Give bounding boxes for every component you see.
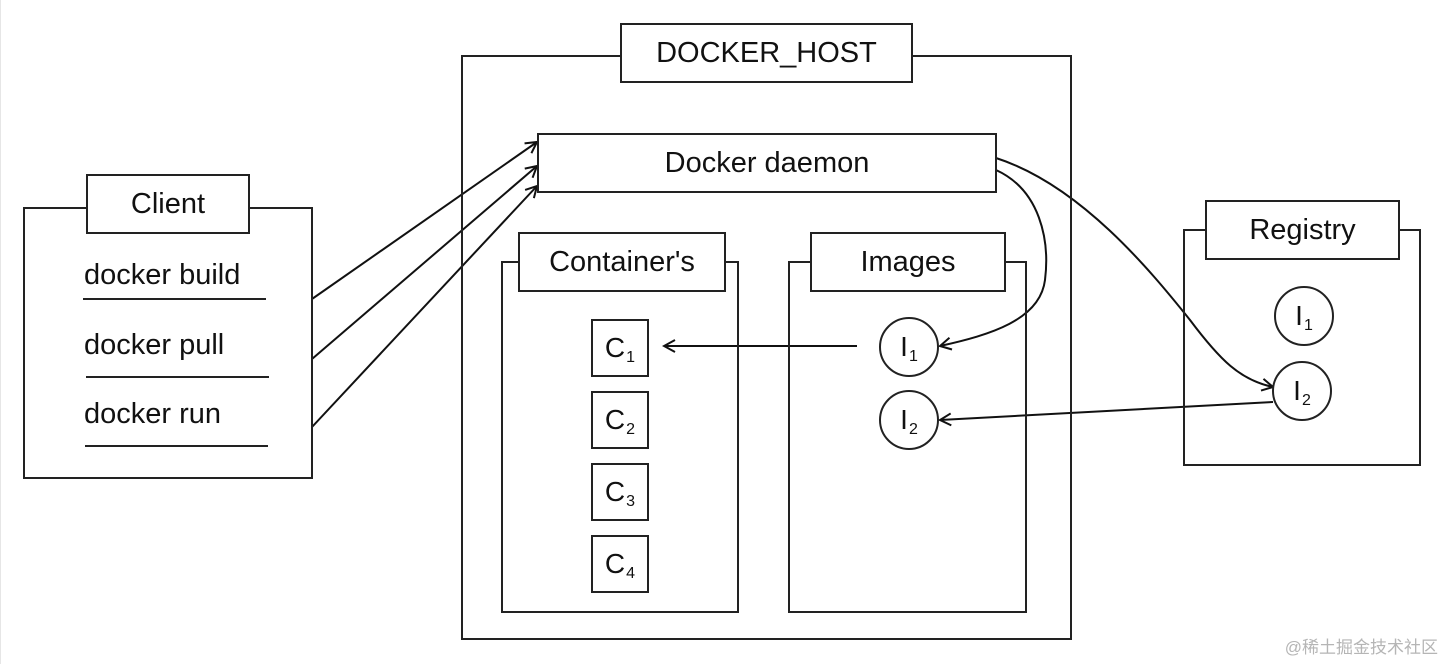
watermark: @稀土掘金技术社区 bbox=[1284, 638, 1438, 657]
command-docker-run: docker run bbox=[84, 398, 222, 430]
command-docker-pull: docker pull bbox=[84, 329, 225, 361]
images-title: Images bbox=[810, 232, 1006, 292]
arrow-daemon-to-registry-i2 bbox=[995, 157, 1273, 387]
arrow-run-to-daemon bbox=[311, 186, 537, 428]
client-title: Client bbox=[86, 174, 250, 234]
arrow-registry-i2-to-image-i2 bbox=[940, 401, 1274, 420]
containers-title: Container's bbox=[518, 232, 726, 292]
command-underline bbox=[86, 376, 269, 378]
docker-daemon: Docker daemon bbox=[537, 133, 997, 193]
command-underline bbox=[83, 298, 266, 300]
command-underline bbox=[85, 445, 268, 447]
registry-title: Registry bbox=[1205, 200, 1400, 260]
arrow-build-to-daemon bbox=[311, 142, 537, 300]
image-left-border bbox=[0, 0, 1, 664]
arrow-daemon-to-image-i1 bbox=[940, 169, 1048, 346]
arrow-pull-to-daemon bbox=[311, 166, 537, 360]
registry-panel bbox=[1183, 229, 1421, 466]
docker-host-title: DOCKER_HOST bbox=[620, 23, 913, 83]
command-docker-build: docker build bbox=[84, 259, 241, 291]
